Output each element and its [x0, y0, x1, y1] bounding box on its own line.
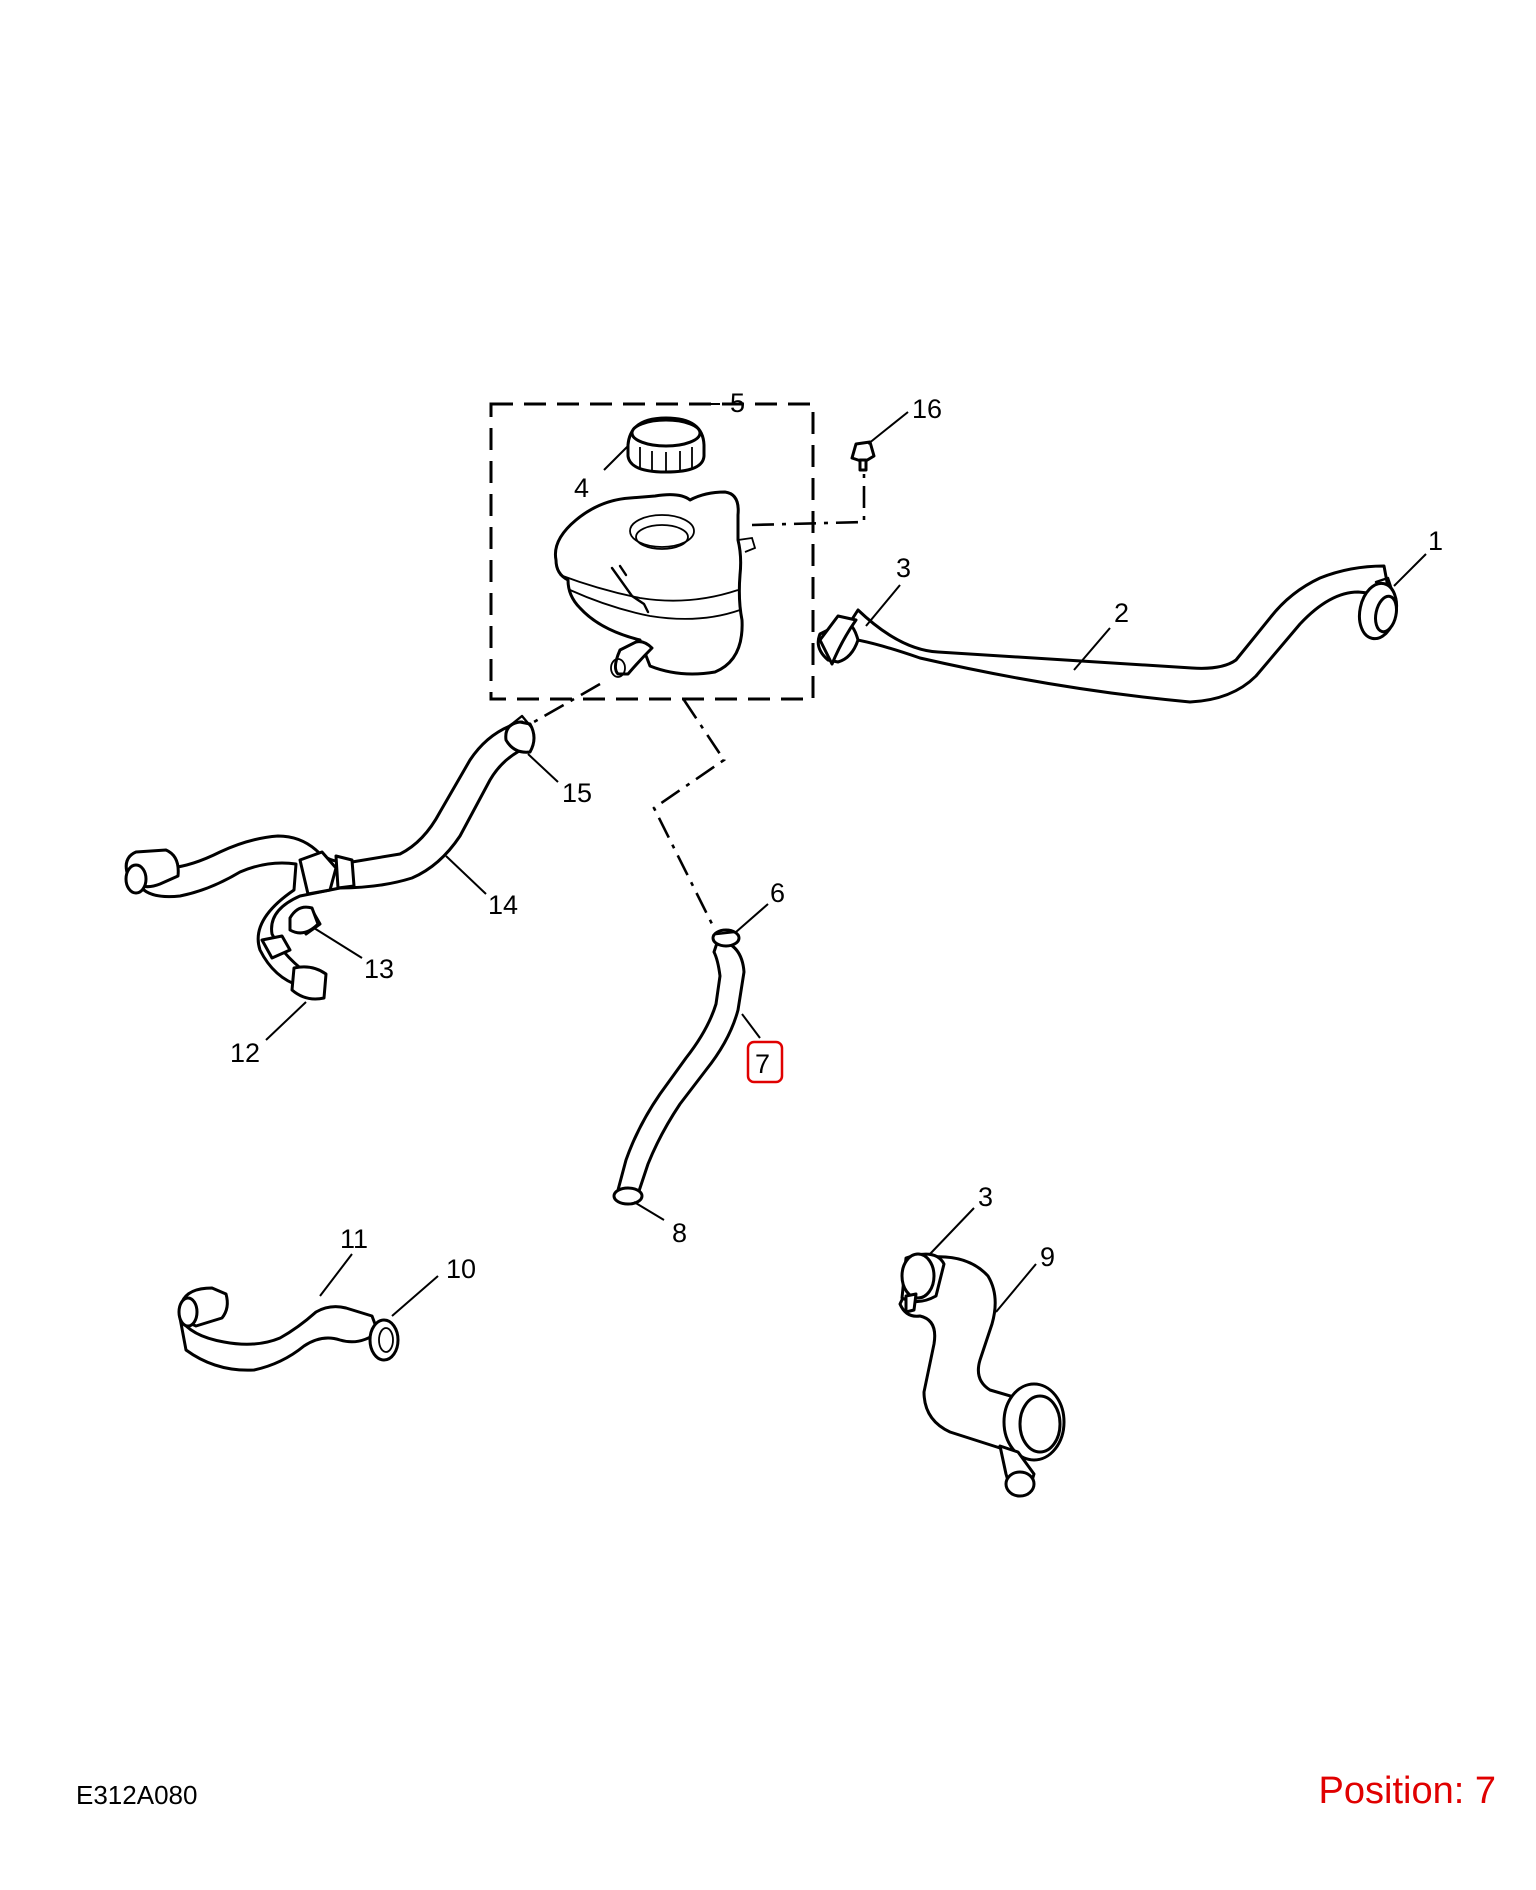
heater-hose-14[interactable]: [124, 720, 532, 1001]
position-label: Position: 7: [1318, 1770, 1496, 1812]
callout-9[interactable]: 9: [1040, 1242, 1055, 1272]
link-reservoir-6: [652, 699, 726, 925]
mounting-bolt[interactable]: [850, 440, 876, 472]
callout-12[interactable]: 12: [230, 1038, 260, 1068]
callout-11[interactable]: 11: [340, 1224, 368, 1254]
position-highlight-box: [746, 1040, 784, 1084]
callout-13[interactable]: 13: [364, 954, 394, 984]
hose-9[interactable]: [898, 1252, 1066, 1498]
hose-clamp-10[interactable]: [368, 1318, 400, 1362]
callout-16[interactable]: 16: [912, 394, 942, 424]
coolant-reservoir[interactable]: [553, 490, 757, 678]
callout-10[interactable]: 10: [446, 1254, 476, 1284]
hose-clamp-15[interactable]: [504, 714, 536, 754]
hose-clamp-6[interactable]: [711, 928, 741, 948]
hose-2[interactable]: [838, 564, 1392, 704]
hose-7[interactable]: [616, 938, 746, 1196]
callout-3-bottom[interactable]: 3: [978, 1182, 993, 1212]
callout-4[interactable]: 4: [574, 473, 589, 503]
link-reservoir-15: [533, 682, 601, 724]
callout-3-top[interactable]: 3: [896, 553, 911, 583]
reservoir-assembly-box: [489, 402, 815, 701]
hose-clamp-3-top[interactable]: [816, 614, 860, 666]
clip-13[interactable]: [288, 905, 320, 935]
hose-clamp-8[interactable]: [612, 1186, 644, 1206]
reservoir-cap[interactable]: [626, 416, 706, 474]
diagram-reference-code: E312A080: [76, 1780, 198, 1810]
callout-7[interactable]: 7: [755, 1049, 770, 1079]
callout-2[interactable]: 2: [1114, 598, 1129, 628]
callout-14[interactable]: 14: [488, 890, 518, 920]
callout-8[interactable]: 8: [672, 1218, 687, 1248]
hose-clamp-1[interactable]: [1355, 576, 1402, 642]
callout-1[interactable]: 1: [1428, 526, 1443, 556]
callout-6[interactable]: 6: [770, 878, 785, 908]
callout-5[interactable]: 5: [730, 388, 745, 418]
callout-15[interactable]: 15: [562, 778, 592, 808]
hose-11[interactable]: [177, 1286, 380, 1372]
link-reservoir-bracket: [751, 468, 866, 527]
hose-clamp-3-bottom[interactable]: [900, 1252, 936, 1314]
